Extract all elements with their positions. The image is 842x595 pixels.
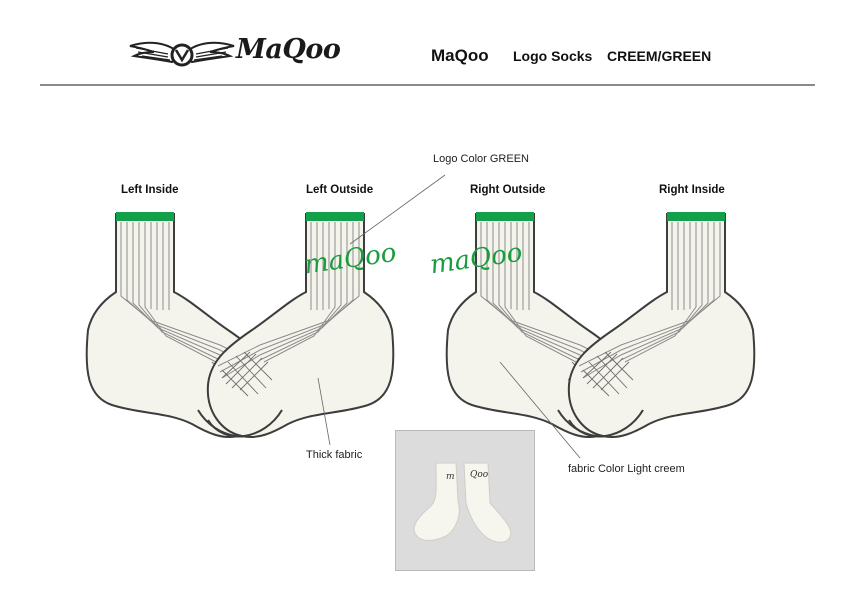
leader-fabric-color: [499, 361, 581, 459]
label-left-inside: Left Inside: [121, 184, 179, 196]
brand-wings-logo: [128, 36, 358, 72]
note-fabric-color: fabric Color Light creem: [568, 463, 685, 475]
leader-thick-fabric: [317, 377, 331, 446]
leader-logo-color: [349, 174, 446, 245]
product-colorway: CREEM/GREEN: [607, 48, 712, 64]
winged-emblem-icon: [129, 41, 235, 67]
svg-text:Qoo: Qoo: [470, 470, 489, 480]
svg-text:m: m: [446, 472, 455, 482]
product-name: Logo Socks: [513, 48, 593, 64]
socks-photo-image: m Qoo: [413, 462, 512, 543]
product-photo: m Qoo: [395, 430, 535, 571]
note-thick-fabric: Thick fabric: [306, 449, 363, 461]
header-divider: [40, 84, 815, 86]
brand-wordmark: MaQoo: [236, 34, 341, 65]
sock-right-inside: [567, 211, 756, 439]
product-brand: MaQoo: [431, 46, 489, 65]
label-right-outside: Right Outside: [470, 184, 546, 196]
note-logo-color: Logo Color GREEN: [433, 153, 529, 165]
label-right-inside: Right Inside: [659, 184, 725, 196]
label-left-outside: Left Outside: [306, 184, 374, 196]
